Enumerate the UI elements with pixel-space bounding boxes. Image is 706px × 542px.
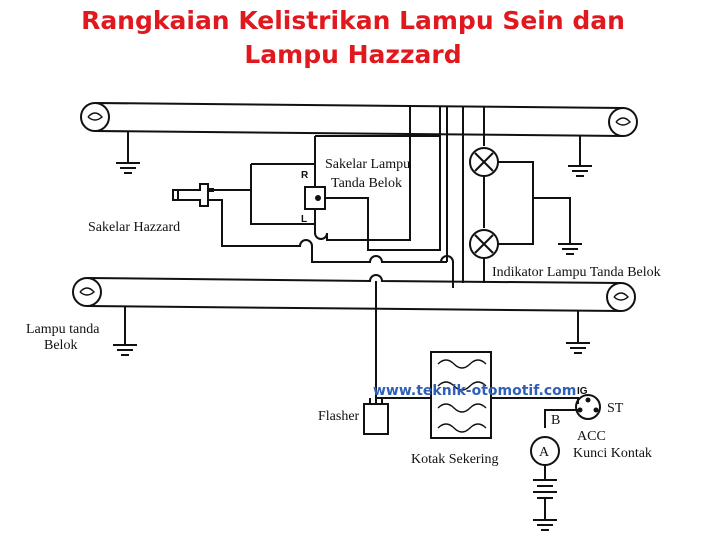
turn-switch-label-2: Tanda Belok — [331, 176, 402, 191]
ignition-name-label: Kunci Kontak — [573, 446, 652, 461]
bottom-main-wire — [86, 274, 622, 284]
ignition-ig-label: IG — [577, 386, 588, 397]
ground-symbol — [558, 243, 582, 255]
ammeter — [530, 436, 560, 531]
turn-signal-switch — [250, 106, 441, 251]
hazard-switch — [172, 183, 447, 263]
fuse-box — [430, 351, 492, 439]
indicator-ground-wire — [498, 161, 571, 245]
switch-r-label: R — [301, 170, 309, 181]
watermark: www.teknik-otomotif.com — [373, 383, 576, 399]
switch-l-label: L — [301, 214, 307, 225]
ignition-st-label: ST — [607, 401, 624, 416]
ignition-b-label: B — [551, 413, 560, 428]
ground-symbol — [568, 136, 592, 177]
indicator-label: Indikator Lampu Tanda Belok — [492, 265, 661, 280]
flasher-unit — [363, 281, 389, 435]
ground-symbol — [116, 131, 140, 174]
title-line-1: Rangkaian Kelistrikan Lampu Sein dan — [81, 6, 625, 35]
ground-symbol — [566, 311, 590, 354]
title-line-2: Lampu Hazzard — [244, 40, 462, 69]
bottom-return-wire — [86, 305, 622, 312]
ignition-acc-label: ACC — [577, 429, 606, 444]
ignition-switch — [544, 394, 601, 428]
top-return-wire — [94, 130, 624, 137]
top-right-turn-lamp — [608, 107, 638, 137]
fuse-box-label: Kotak Sekering — [411, 452, 498, 467]
bottom-right-turn-lamp — [606, 282, 636, 312]
bus-wire — [440, 255, 454, 288]
top-main-wire — [94, 102, 624, 109]
hazard-switch-label: Sakelar Hazzard — [88, 220, 180, 235]
ammeter-label: A — [539, 445, 550, 460]
turn-lamp-label-2: Belok — [44, 338, 77, 353]
top-left-turn-lamp — [80, 102, 110, 132]
bottom-left-turn-lamp — [72, 277, 102, 307]
flasher-label: Flasher — [318, 409, 360, 424]
turn-lamp-label-1: Lampu tanda — [26, 322, 100, 337]
indicator-lamp-upper — [469, 107, 499, 177]
ground-symbol — [113, 306, 137, 356]
turn-switch-label-1: Sakelar Lampu — [325, 157, 410, 172]
diagram-title: Rangkaian Kelistrikan Lampu Sein dan Lam… — [0, 4, 706, 72]
